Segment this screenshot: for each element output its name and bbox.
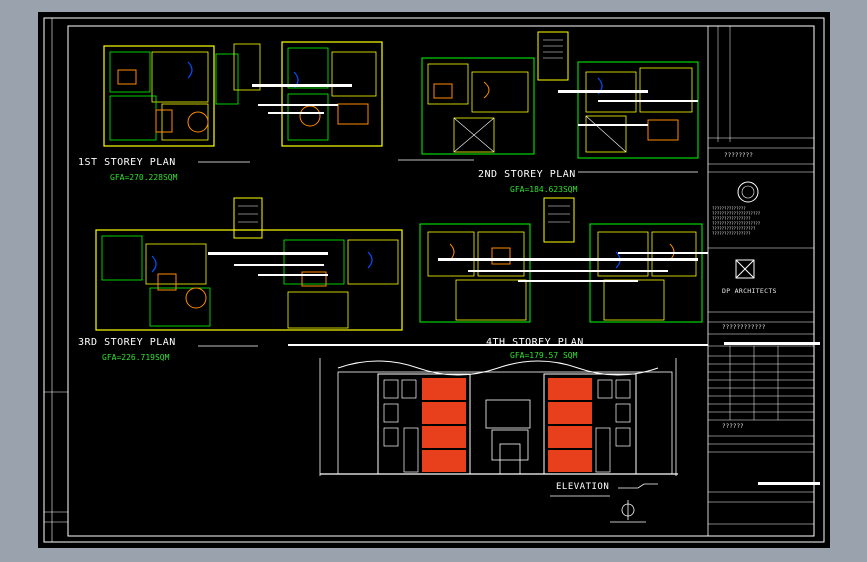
plan-title-1st: 1ST STOREY PLAN xyxy=(78,157,176,168)
north-arrow-icon xyxy=(610,500,646,523)
plan-title-4th: 4TH STOREY PLAN xyxy=(486,337,584,348)
title-block-code-top: ???????? xyxy=(724,152,753,159)
plan-title-3rd: 3RD STOREY PLAN xyxy=(78,337,176,348)
firm-name: DP ARCHITECTS xyxy=(722,287,777,295)
plan-4th-storey[interactable] xyxy=(288,197,708,346)
seal-icon xyxy=(737,181,759,203)
sheet-border xyxy=(43,17,825,543)
cad-drawing-canvas[interactable] xyxy=(38,12,830,548)
plan-3rd-storey[interactable] xyxy=(95,197,403,347)
cad-viewport[interactable]: 1ST STOREY PLAN GFA=270.228SQM 2ND STORE… xyxy=(38,12,830,548)
gfa-4th: GFA=179.57 SQM xyxy=(510,351,578,360)
elevation-drawing[interactable] xyxy=(319,358,678,523)
elevation-title: ELEVATION xyxy=(556,482,610,492)
frame-border xyxy=(67,25,815,537)
firm-logo-icon xyxy=(735,259,755,279)
title-block-code-mid: ???????????? xyxy=(722,324,766,331)
seal-text: ?????????????? ???????????????????? ????… xyxy=(712,206,761,236)
revision-table xyxy=(708,346,814,421)
gfa-2nd: GFA=184.623SQM xyxy=(510,185,578,194)
title-block[interactable] xyxy=(707,26,820,536)
plan-title-2nd: 2ND STOREY PLAN xyxy=(478,169,576,180)
plan-2nd-storey[interactable] xyxy=(398,31,699,173)
title-block-code-bottom: ?????? xyxy=(722,423,744,430)
gfa-3rd: GFA=226.719SQM xyxy=(102,353,170,362)
gfa-1st: GFA=270.228SQM xyxy=(110,173,178,182)
plan-1st-storey[interactable] xyxy=(103,41,383,163)
